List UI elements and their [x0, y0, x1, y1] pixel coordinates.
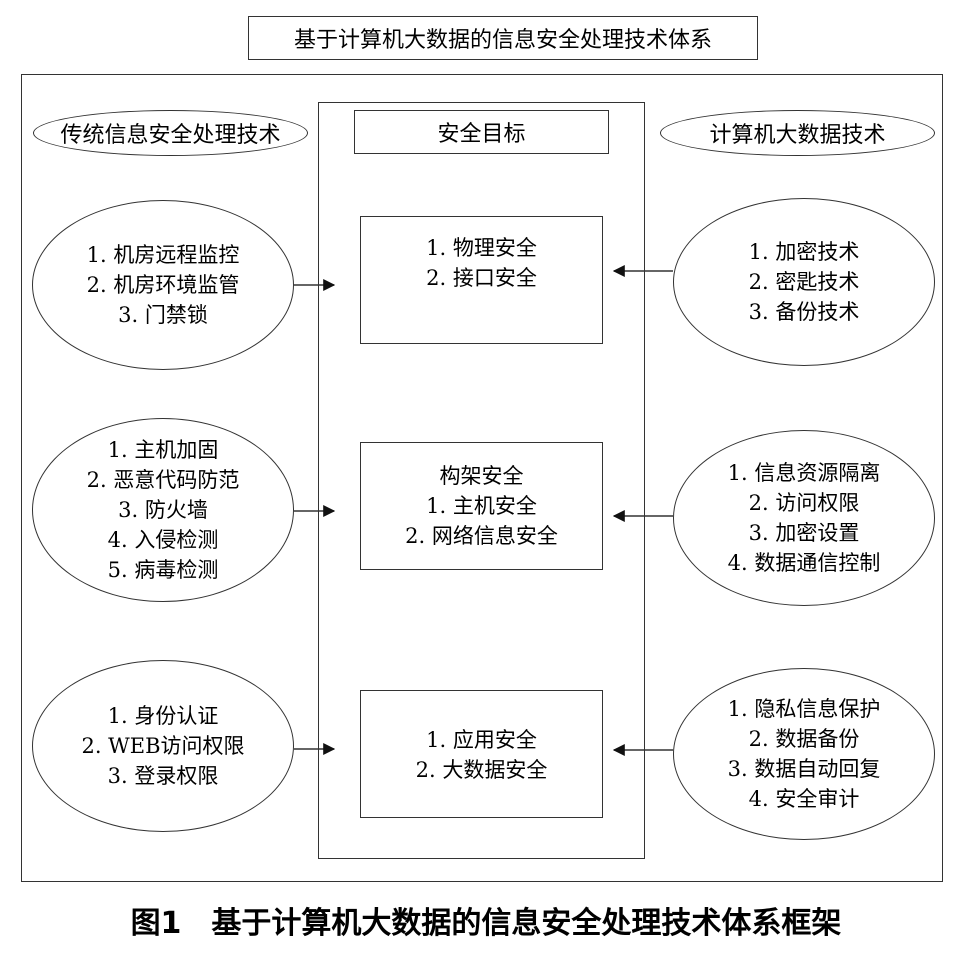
left-item: 2. 机房环境监管: [86, 273, 240, 297]
figure-caption: 图1 基于计算机大数据的信息安全处理技术体系框架: [130, 906, 842, 941]
center-header-box: 安全目标: [354, 110, 609, 154]
left-item: 1. 主机加固: [107, 438, 219, 462]
right-item: 3. 备份技术: [748, 300, 860, 324]
left-header-ellipse: 传统信息安全处理技术: [33, 110, 308, 156]
right-ellipse-application: 1. 隐私信息保护 2. 数据备份 3. 数据自动回复 4. 安全审计: [673, 668, 935, 840]
right-item: 1. 加密技术: [748, 240, 860, 264]
goal-item: 1. 主机安全: [426, 494, 537, 518]
goal-item: 构架安全: [439, 464, 524, 488]
right-ellipse-architecture: 1. 信息资源隔离 2. 访问权限 3. 加密设置 4. 数据通信控制: [673, 430, 935, 606]
right-header-ellipse: 计算机大数据技术: [660, 110, 935, 156]
right-item: 1. 信息资源隔离: [727, 461, 881, 485]
goal-item: 1. 物理安全: [426, 236, 537, 260]
left-item: 1. 机房远程监控: [86, 243, 240, 267]
left-item: 2. WEB访问权限: [81, 734, 245, 758]
right-item: 4. 数据通信控制: [727, 551, 881, 575]
center-header: 安全目标: [437, 122, 526, 147]
left-item: 1. 身份认证: [107, 704, 219, 728]
right-item: 2. 密匙技术: [748, 270, 860, 294]
left-ellipse-architecture: 1. 主机加固 2. 恶意代码防范 3. 防火墙 4. 入侵检测 5. 病毒检测: [32, 418, 294, 602]
goal-box-physical: 1. 物理安全 2. 接口安全: [360, 216, 603, 344]
right-item: 3. 加密设置: [748, 521, 860, 545]
goal-box-architecture: 构架安全 1. 主机安全 2. 网络信息安全: [360, 442, 603, 570]
diagram-title: 基于计算机大数据的信息安全处理技术体系: [293, 28, 712, 53]
right-item: 2. 数据备份: [748, 727, 860, 751]
right-item: 4. 安全审计: [748, 787, 860, 811]
right-item: 3. 数据自动回复: [727, 757, 881, 781]
right-header: 计算机大数据技术: [709, 123, 886, 148]
goal-item: 2. 网络信息安全: [405, 524, 558, 548]
right-item: 2. 访问权限: [748, 491, 860, 515]
left-header: 传统信息安全处理技术: [60, 123, 281, 148]
left-item: 2. 恶意代码防范: [86, 468, 240, 492]
right-item: 1. 隐私信息保护: [727, 697, 881, 721]
left-item: 3. 门禁锁: [118, 303, 208, 327]
left-ellipse-physical: 1. 机房远程监控 2. 机房环境监管 3. 门禁锁: [32, 200, 294, 370]
left-ellipse-application: 1. 身份认证 2. WEB访问权限 3. 登录权限: [32, 660, 294, 832]
goal-item: 1. 应用安全: [426, 728, 537, 752]
goal-box-application: 1. 应用安全 2. 大数据安全: [360, 690, 603, 818]
right-ellipse-physical: 1. 加密技术 2. 密匙技术 3. 备份技术: [673, 198, 935, 366]
goal-item: 2. 接口安全: [426, 266, 537, 290]
left-item: 4. 入侵检测: [107, 528, 219, 552]
left-item: 5. 病毒检测: [107, 558, 219, 582]
left-item: 3. 防火墙: [118, 498, 208, 522]
diagram-title-box: 基于计算机大数据的信息安全处理技术体系: [248, 16, 758, 60]
left-item: 3. 登录权限: [107, 764, 219, 788]
goal-item: 2. 大数据安全: [415, 758, 548, 782]
